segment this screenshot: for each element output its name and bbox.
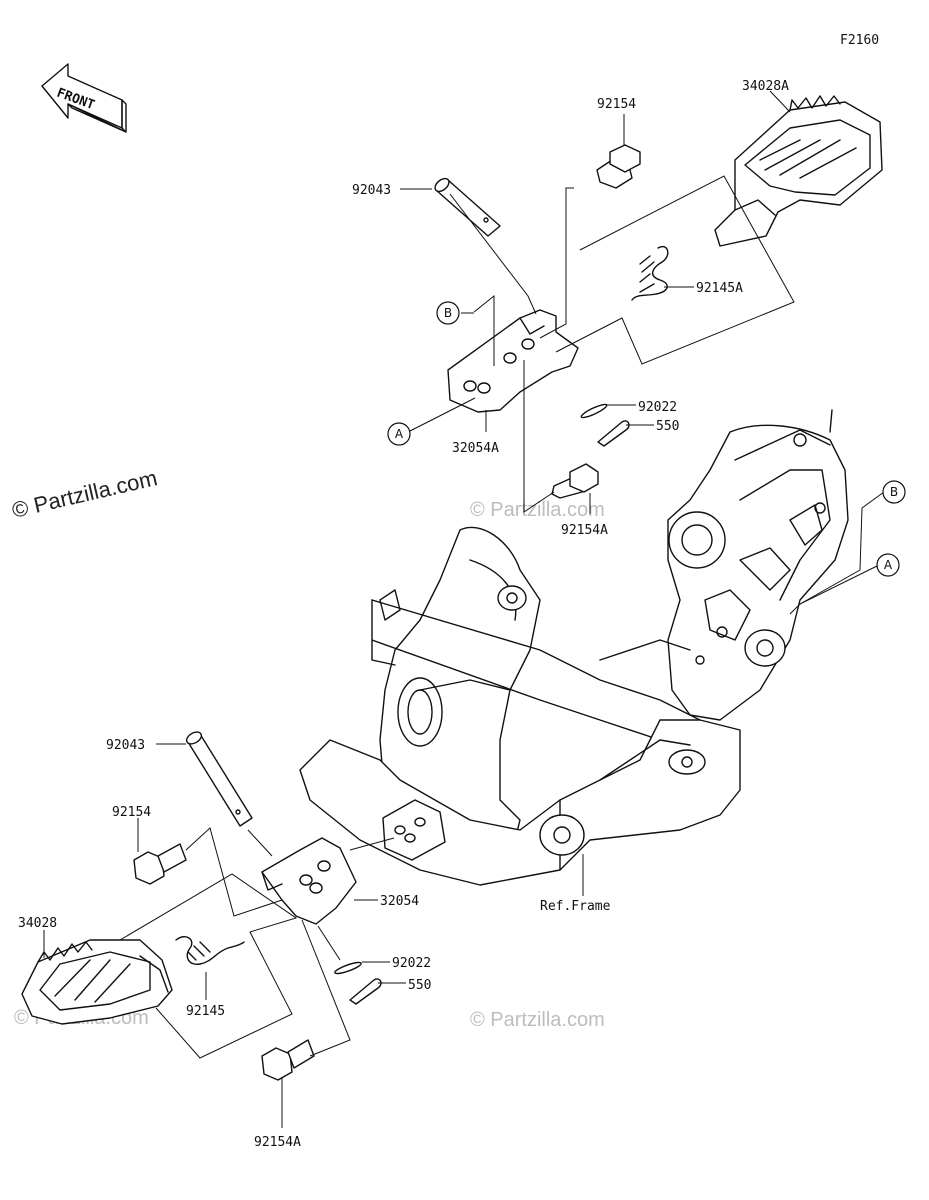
label-32054: 32054: [380, 894, 419, 909]
footpeg-34028A: [714, 95, 883, 247]
bolt-92154-lower: [133, 843, 187, 885]
callout-a-upper: [387, 422, 411, 446]
label-550-upper: 550: [656, 419, 679, 434]
label-92154-upper: 92154: [597, 97, 636, 112]
washer-92022-lower: [334, 961, 362, 975]
callout-a-frame: [876, 553, 900, 577]
label-34028: 34028: [18, 916, 57, 931]
callout-a-frame-label: A: [884, 558, 893, 572]
label-550-lower: 550: [408, 978, 431, 993]
spring-92145A: [631, 245, 669, 301]
label-92154A-lower: 92154A: [254, 1135, 301, 1150]
callout-b-upper: [436, 301, 460, 325]
callout-b-frame: [882, 480, 906, 504]
washer-92022-upper: [580, 403, 608, 419]
label-92022-lower: 92022: [392, 956, 431, 971]
cotter-pin-550-lower: [349, 978, 382, 1005]
callout-a-upper-label: A: [395, 427, 404, 441]
pin-92043-upper: [434, 177, 501, 237]
label-92145A: 92145A: [696, 281, 743, 296]
callout-b-upper-label: B: [444, 306, 452, 320]
bolt-92154-upper: [596, 144, 641, 189]
diagram-code: F2160: [840, 33, 879, 48]
footpeg-34028: [21, 939, 173, 1025]
spring-92145: [175, 936, 245, 965]
watermark-center: © Partzilla.com: [470, 499, 605, 521]
lower-footpeg-assembly: 92043 92154 32054 92145: [18, 731, 431, 1150]
label-92145: 92145: [186, 1004, 225, 1019]
bolt-92154A-upper: [551, 463, 599, 499]
callout-b-frame-label: B: [890, 485, 898, 499]
frame-callouts: B A: [789, 480, 906, 615]
cotter-pin-550-upper: [597, 420, 630, 447]
bracket-32054: [261, 837, 357, 925]
label-92022-upper: 92022: [638, 400, 677, 415]
pin-92043-lower: [185, 731, 253, 827]
label-92043-lower: 92043: [106, 738, 145, 753]
label-92043-upper: 92043: [352, 183, 391, 198]
frame-drawing: [299, 409, 849, 886]
front-arrow-icon: FRONT: [41, 63, 127, 133]
bracket-32054A: [447, 309, 579, 413]
label-34028A: 34028A: [742, 79, 789, 94]
ref-frame-label: Ref.Frame: [540, 899, 611, 914]
label-92154-lower: 92154: [112, 805, 151, 820]
label-92154A-upper: 92154A: [561, 523, 608, 538]
watermark-bottom: © Partzilla.com: [470, 1009, 605, 1031]
bolt-92154A-lower: [261, 1039, 315, 1081]
label-32054A: 32054A: [452, 441, 499, 456]
watermark-partzilla: © Partzilla.com: [10, 465, 160, 523]
upper-footpeg-assembly: 92043 92154 92145A: [352, 79, 883, 538]
